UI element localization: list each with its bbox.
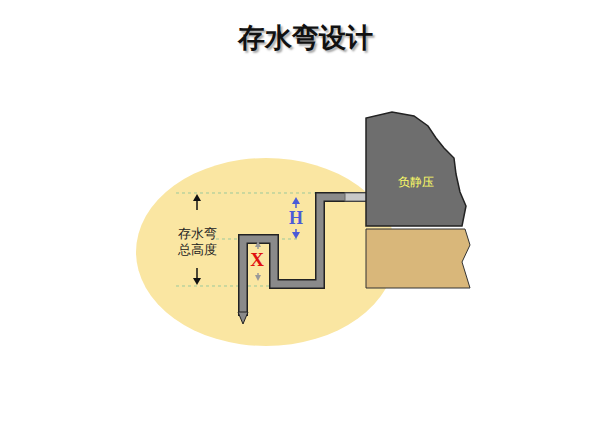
trap-pipe-outline (243, 197, 366, 316)
floor-slab (366, 229, 470, 288)
node-label: 负静压 (362, 175, 470, 189)
highlight-ellipse (136, 158, 396, 346)
h-label: H (289, 208, 303, 228)
wall-connector (345, 193, 367, 201)
trap-pipe (243, 197, 366, 316)
wall-block: 负静压 (362, 110, 470, 228)
x-label: X (250, 250, 264, 270)
pipe-end (238, 312, 248, 324)
title: 存水弯设计 (0, 20, 611, 56)
wall-shape (362, 110, 470, 228)
dimension-label: 存水弯 总高度 (178, 226, 220, 258)
